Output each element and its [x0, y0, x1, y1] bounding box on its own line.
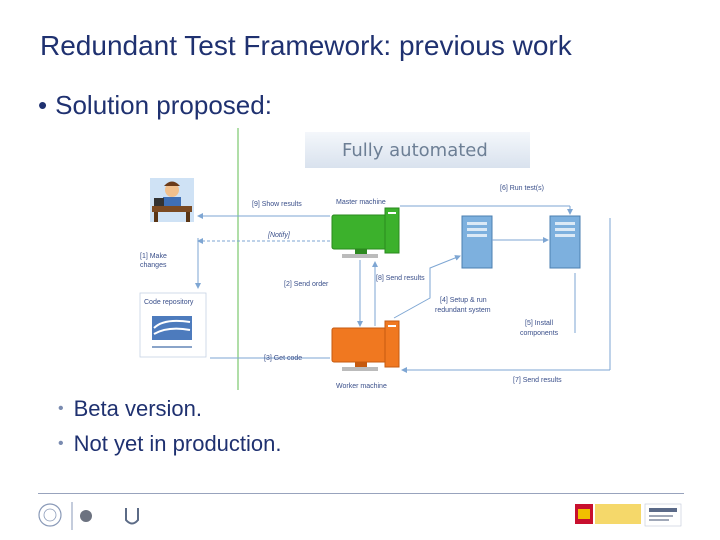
repo-label: Code repository: [144, 299, 194, 306]
footer-right-logos: [575, 503, 682, 527]
worker-label: Worker machine: [336, 383, 387, 390]
slide-title: Redundant Test Framework: previous work: [40, 30, 572, 61]
label-send-order: [2] Send order: [284, 281, 329, 288]
server-right-icon: [549, 215, 581, 269]
footer-left-logos: [38, 502, 139, 530]
label-send-results-7: [7] Send results: [513, 377, 562, 384]
banner-box: [305, 132, 530, 168]
master-machine-icon: Master machine: [331, 199, 400, 258]
main-bullet: •Solution proposed:: [38, 90, 272, 121]
main-bullet-text: Solution proposed:: [55, 90, 272, 120]
it-logo: [80, 510, 92, 522]
label-run-tests: [6] Run test(s): [500, 185, 544, 192]
banner-text: Fully automated: [342, 140, 488, 161]
sub-bullet-dot: •: [58, 400, 64, 417]
worker-machine-icon: Worker machine: [331, 320, 400, 390]
label-install-1: [5] Install: [525, 320, 553, 327]
master-label: Master machine: [336, 199, 386, 206]
label-send-results-8: [8] Send results: [376, 275, 425, 282]
ciemat-logo: [644, 503, 682, 527]
label-make-changes-1: [1] Make: [140, 253, 167, 260]
label-make-changes-2: changes: [140, 262, 167, 269]
bullet-dot: •: [38, 90, 48, 120]
label-notify: [Notify]: [267, 232, 291, 239]
sub-bullet-1-text: Beta version.: [73, 396, 203, 421]
server-left-icon: [461, 215, 493, 269]
workflow-diagram: Fully automated Code repository Master m…: [139, 128, 611, 390]
u-logo: [125, 508, 139, 525]
footer-divider: [38, 493, 684, 494]
developer-icon: [150, 178, 194, 222]
cern-logo: [38, 503, 62, 527]
sub-bullet-2-text: Not yet in production.: [73, 431, 282, 456]
repository-icon: Code repository: [139, 292, 207, 358]
government-logo: [575, 504, 641, 524]
sub-bullet-2: • Not yet in production.: [58, 431, 282, 457]
sub-bullet-1: • Beta version.: [58, 396, 202, 422]
label-get-code: [3] Get code: [264, 355, 302, 362]
flow-arrows: [195, 205, 611, 373]
label-setup-2: redundant system: [435, 307, 491, 314]
label-setup-1: [4] Setup & run: [440, 297, 487, 304]
label-show-results: [9] Show results: [252, 201, 302, 208]
label-install-2: components: [520, 330, 559, 337]
sub-bullet-dot: •: [58, 435, 64, 452]
